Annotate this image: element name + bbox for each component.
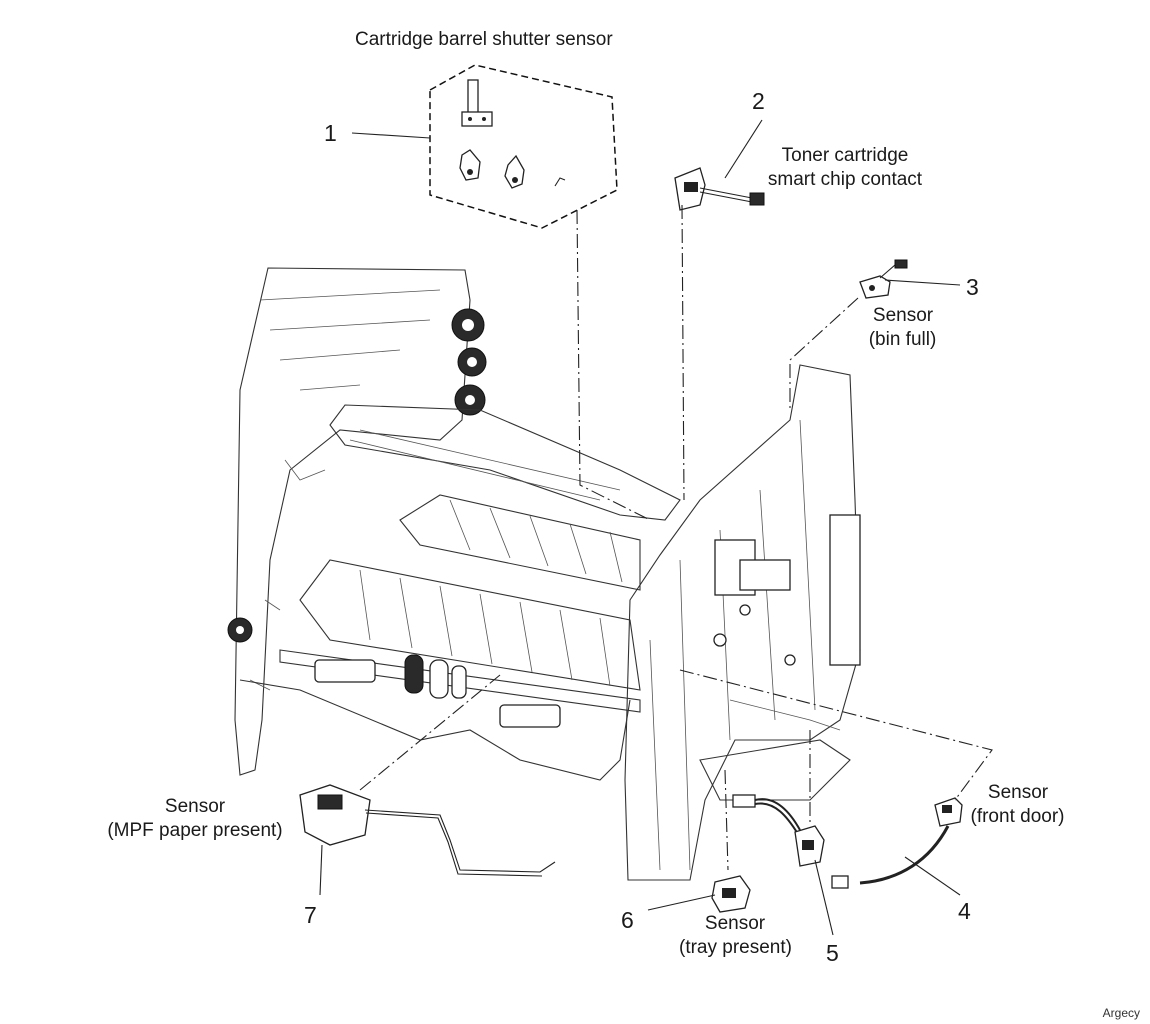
upper-guide bbox=[399, 494, 641, 591]
part-1-cartridge-barrel-sensor-group bbox=[429, 64, 618, 229]
lower-guide bbox=[299, 559, 641, 691]
label-tray-sensor: Sensor bbox=[704, 913, 766, 934]
part-4-front-door-sensor bbox=[831, 797, 963, 889]
part-2-smart-chip-contact bbox=[674, 167, 765, 211]
part-5-harness-sensor bbox=[732, 794, 825, 867]
label-mpf-paper-present: (MPF paper present) bbox=[107, 820, 283, 841]
right-side-plate bbox=[624, 364, 861, 881]
label-mpf-sensor: Sensor bbox=[164, 796, 226, 817]
part-7-mpf-sensor bbox=[299, 784, 556, 877]
label-cartridge-barrel-shutter-sensor: Cartridge barrel shutter sensor bbox=[355, 29, 613, 50]
callout-7: 7 bbox=[304, 902, 317, 928]
label-front-door: (front door) bbox=[970, 806, 1065, 827]
label-tray-present: (tray present) bbox=[679, 937, 792, 958]
watermark: Argecy bbox=[1102, 1006, 1140, 1020]
callout-2: 2 bbox=[752, 88, 765, 114]
feed-roller-shaft bbox=[279, 649, 641, 728]
label-toner-cartridge: Toner cartridge bbox=[781, 145, 909, 166]
callout-3: 3 bbox=[966, 274, 979, 300]
label-bin-full-sensor: Sensor bbox=[872, 305, 934, 326]
left-gear-train bbox=[227, 308, 487, 643]
callout-4: 4 bbox=[958, 898, 971, 924]
part-3-bin-full-sensor bbox=[859, 259, 908, 299]
callout-5: 5 bbox=[826, 940, 839, 966]
label-front-door-sensor: Sensor bbox=[987, 782, 1049, 803]
label-bin-full: (bin full) bbox=[868, 329, 937, 350]
callout-1: 1 bbox=[324, 120, 337, 146]
printer-frame bbox=[227, 267, 861, 881]
label-smart-chip-contact: smart chip contact bbox=[767, 169, 923, 190]
callout-6: 6 bbox=[621, 907, 634, 933]
part-6-tray-present-sensor bbox=[711, 875, 751, 913]
leader-lines bbox=[319, 119, 993, 936]
